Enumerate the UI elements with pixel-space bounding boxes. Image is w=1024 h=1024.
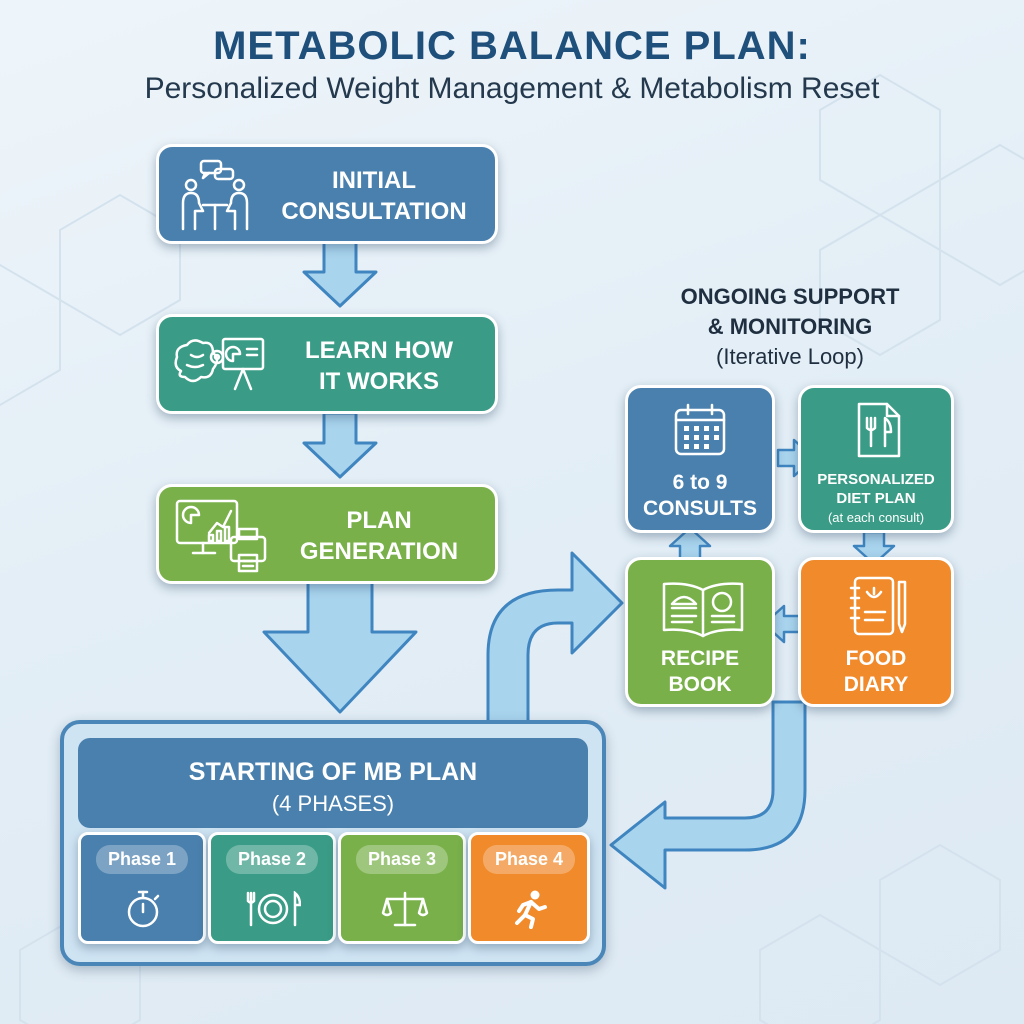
diet-plan-icon xyxy=(857,402,901,458)
loop-entry-arrow xyxy=(486,551,624,750)
recipe-line1: RECIPE xyxy=(660,647,740,670)
loop-return-arrow xyxy=(609,700,807,890)
consults-line1: 6 to 9 xyxy=(672,471,728,494)
step-plan-line1: PLAN xyxy=(346,507,412,534)
down-arrow-1 xyxy=(302,240,378,308)
step-initial-line1: INITIAL xyxy=(332,167,416,194)
step-plan-line2: GENERATION xyxy=(299,538,459,565)
diet-plan-line1: PERSONALIZED xyxy=(817,471,935,488)
support-heading-line1: ONGOING SUPPORT xyxy=(680,284,900,309)
arrow-diet-to-diary xyxy=(852,530,896,566)
down-arrow-3 xyxy=(262,580,418,714)
diet-plan-line2: DIET PLAN xyxy=(836,490,916,507)
brain-presentation-icon xyxy=(174,337,265,391)
phase-3-card: Phase 3 xyxy=(338,832,466,944)
phase-4-card: Phase 4 xyxy=(468,832,590,944)
mb-plan-line1: STARTING OF MB PLAN xyxy=(188,758,478,786)
card-consults: 6 to 9 CONSULTS xyxy=(625,385,775,533)
running-person-icon xyxy=(515,890,547,929)
step-learn-how-it-works: LEARN HOW IT WORKS xyxy=(156,314,498,414)
balance-scale-icon xyxy=(381,891,429,927)
stopwatch-icon xyxy=(127,890,160,928)
mb-plan-header: STARTING OF MB PLAN (4 PHASES) xyxy=(78,738,588,828)
phase-2-card: Phase 2 xyxy=(208,832,336,944)
food-diary-icon xyxy=(849,576,907,636)
consultation-icon xyxy=(181,159,249,231)
step-initial-line2: CONSULTATION xyxy=(281,198,467,225)
phase-3-label: Phase 3 xyxy=(355,845,449,874)
phase-1-card: Phase 1 xyxy=(78,832,206,944)
support-heading-line2: & MONITORING xyxy=(707,314,873,339)
plate-cutlery-icon xyxy=(246,891,301,927)
recipe-line2: BOOK xyxy=(668,673,732,696)
step-initial-consultation: INITIAL CONSULTATION xyxy=(156,144,498,244)
phase-4-label: Phase 4 xyxy=(482,845,576,874)
page-title: METABOLIC BALANCE PLAN: xyxy=(213,24,811,68)
recipe-book-icon xyxy=(662,582,744,638)
step-learn-line2: IT WORKS xyxy=(319,368,439,395)
card-food-diary: FOOD DIARY xyxy=(798,557,954,707)
page-subtitle: Personalized Weight Management & Metabol… xyxy=(144,72,880,105)
calendar-icon xyxy=(674,403,726,456)
step-learn-line1: LEARN HOW xyxy=(305,337,453,364)
down-arrow-2 xyxy=(302,411,378,479)
diet-plan-note: (at each consult) xyxy=(827,510,925,525)
diary-line1: FOOD xyxy=(845,647,907,670)
mb-plan-line2: (4 PHASES) xyxy=(271,791,395,816)
support-heading: ONGOING SUPPORT & MONITORING xyxy=(600,282,980,342)
step-plan-generation: PLAN GENERATION xyxy=(156,484,498,584)
mb-plan-container: STARTING OF MB PLAN (4 PHASES) Phase 1 P… xyxy=(60,720,606,966)
phase-2-label: Phase 2 xyxy=(225,845,319,874)
phase-1-label: Phase 1 xyxy=(95,845,189,874)
support-subheading: (Iterative Loop) xyxy=(716,344,864,369)
computer-printer-icon xyxy=(175,499,267,573)
diary-line2: DIARY xyxy=(843,673,909,696)
consults-line2: CONSULTS xyxy=(643,497,757,520)
card-recipe-book: RECIPE BOOK xyxy=(625,557,775,707)
card-diet-plan: PERSONALIZED DIET PLAN (at each consult) xyxy=(798,385,954,533)
